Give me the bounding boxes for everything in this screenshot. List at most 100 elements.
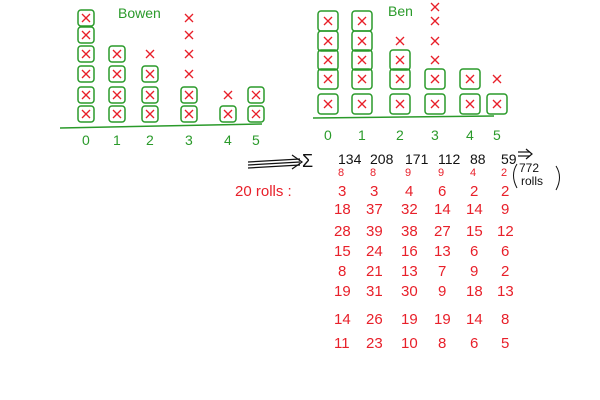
bowen-tally-mark (145, 69, 155, 79)
ben-tally-mark (465, 99, 475, 109)
bowen-title: Bowen (118, 5, 161, 21)
roll-count-cell: 19 (434, 311, 451, 328)
ben-tally-mark (357, 74, 367, 84)
tally-box (351, 68, 373, 90)
bowen-tally-mark (145, 49, 155, 59)
ben-tally-mark (430, 55, 440, 65)
roll-count-cell: 6 (438, 183, 446, 200)
total-rolls-number: 772 (519, 161, 539, 175)
ben-axis-label: 1 (358, 127, 366, 143)
ben-tally-mark (395, 55, 405, 65)
tally-box (459, 93, 481, 115)
roll-count-cell: 4 (405, 183, 413, 200)
ben-tally-mark (492, 74, 502, 84)
tally-box (141, 65, 159, 83)
ben-tally-mark (395, 99, 405, 109)
bowen-tally-mark (81, 109, 91, 119)
sigma-symbol: Σ (302, 151, 313, 171)
roll-count-cell: 2 (470, 183, 478, 200)
ben-tally-mark (430, 16, 440, 26)
ben-tally-mark (323, 99, 333, 109)
tally-box (351, 93, 373, 115)
bowen-tally-mark (184, 109, 194, 119)
bowen-tally-mark (184, 13, 194, 23)
roll-count-cell: 32 (401, 201, 418, 218)
ben-tally-mark (430, 2, 440, 12)
bowen-tally-mark (145, 109, 155, 119)
roll-count-cell: 37 (366, 201, 383, 218)
ben-axis-label: 5 (493, 127, 501, 143)
roll-count-cell: 10 (401, 335, 418, 352)
ben-tally-mark (323, 74, 333, 84)
tally-box (219, 105, 237, 123)
tally-box (317, 10, 339, 32)
ben-tally-mark (465, 74, 475, 84)
tally-box (351, 10, 373, 32)
bowen-axis (59, 123, 263, 129)
ben-axis-label: 2 (396, 127, 404, 143)
sum-arrow (247, 154, 304, 170)
roll-count-cell: 14 (434, 201, 451, 218)
roll-count-cell: 8 (438, 335, 446, 352)
tally-box (180, 86, 198, 104)
sum-value: 112 (438, 151, 461, 167)
tally-box (317, 93, 339, 115)
tally-box (180, 105, 198, 123)
roll-count-cell: 14 (466, 311, 483, 328)
roll-count-cell: 7 (438, 263, 446, 280)
sum-value: 171 (405, 151, 429, 167)
tally-box (317, 68, 339, 90)
tally-box (77, 26, 95, 44)
roll-count-cell: 28 (334, 223, 351, 240)
tally-box (77, 65, 95, 83)
roll-count-cell: 9 (501, 201, 509, 218)
ben-tally-mark (395, 74, 405, 84)
ben-tally-mark (357, 55, 367, 65)
bowen-tally-mark (251, 109, 261, 119)
roll-count-cell: 13 (401, 263, 418, 280)
tally-box (108, 105, 126, 123)
ben-tally-mark (357, 99, 367, 109)
roll-count-cell: 11 (334, 335, 350, 352)
tally-box (459, 68, 481, 90)
roll-count-cell: 8 (338, 263, 346, 280)
roll-count-cell: 14 (334, 311, 351, 328)
tally-box (77, 9, 95, 27)
roll-count-cell: 2 (501, 183, 509, 200)
parentheses (513, 163, 560, 191)
ben-tally-mark (357, 16, 367, 26)
tally-box (317, 49, 339, 71)
roll-count-cell: 39 (366, 223, 383, 240)
roll-count-cell: 6 (470, 243, 478, 260)
tally-box (424, 93, 446, 115)
roll-count-cell: 6 (470, 335, 478, 352)
bowen-tally-mark (81, 13, 91, 23)
ben-tally-mark (492, 99, 502, 109)
roll-count-cell: 3 (338, 183, 346, 200)
bowen-tally-mark (112, 49, 122, 59)
tally-box (351, 49, 373, 71)
roll-count-cell: 5 (501, 335, 509, 352)
bowen-axis-label: 3 (185, 132, 193, 148)
bowen-tally-mark (112, 90, 122, 100)
bowen-tally-mark (145, 90, 155, 100)
bowen-tally-mark (81, 90, 91, 100)
bowen-tally-mark (223, 90, 233, 100)
rolls-label: 20 rolls : (235, 183, 292, 200)
ben-title: Ben (388, 3, 413, 19)
roll-count-cell: 19 (401, 311, 418, 328)
roll-count-cell: 16 (401, 243, 418, 260)
bowen-tally-mark (184, 49, 194, 59)
bowen-tally-mark (112, 109, 122, 119)
roll-count-cell: 8 (338, 167, 344, 179)
roll-count-cell: 2 (501, 263, 509, 280)
roll-count-cell: 26 (366, 311, 383, 328)
ben-tally-mark (430, 74, 440, 84)
roll-count-cell: 12 (497, 223, 514, 240)
sum-value: 59 (501, 151, 517, 167)
bowen-axis-label: 0 (82, 132, 90, 148)
roll-count-cell: 13 (497, 283, 514, 300)
ben-axis-label: 4 (466, 127, 474, 143)
sum-value: 134 (338, 151, 362, 167)
